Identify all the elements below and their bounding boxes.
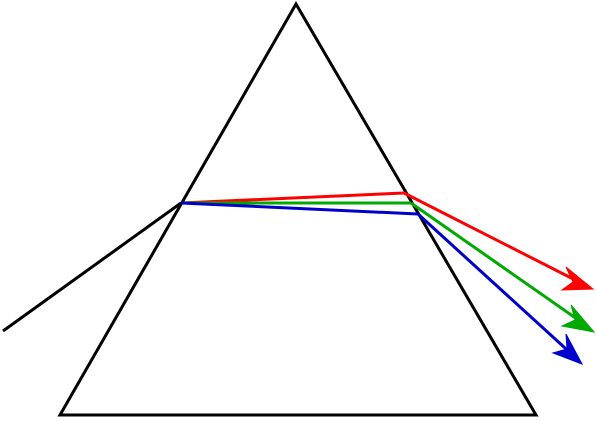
blue-arrowhead [551,333,584,365]
red-ray-exit [403,191,586,287]
red-ray-inside [180,191,405,205]
green-ray-exit [410,201,588,328]
green-arrowhead [560,304,596,333]
blue-ray-exit [416,212,578,360]
blue-ray-inside [180,201,419,216]
prism-triangle [57,1,539,417]
incident-ray [2,201,182,333]
red-arrowhead [560,266,595,291]
